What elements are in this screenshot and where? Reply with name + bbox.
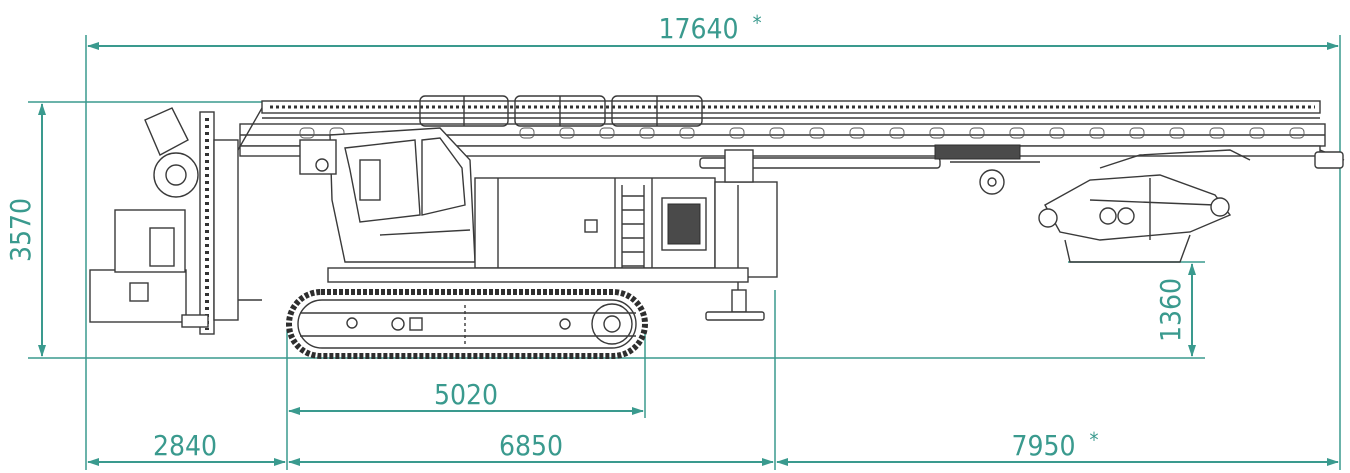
rear-overhang-label: 7950* (1011, 428, 1098, 462)
pulley-wheel (979, 169, 1005, 195)
dimension-annotations: 17640* 3570 2840 6850 7950* 5020 1360 (4, 11, 1341, 470)
rotary-head-housing (89, 269, 187, 323)
track-length-label: 5020 (434, 378, 498, 411)
operator-cab (329, 127, 476, 263)
counterweight (714, 181, 778, 278)
upper-carriage (299, 127, 778, 321)
drive-sprocket (591, 303, 633, 345)
overall-length-label: 17640* (658, 11, 761, 45)
hydraulic-cylinder (699, 157, 941, 169)
front-drill-head (89, 107, 263, 335)
rear-support-assembly (1038, 149, 1251, 263)
outrigger-foot (705, 311, 765, 321)
overall-height-label: 3570 (4, 198, 37, 262)
crawler-track (286, 289, 648, 359)
mast-top-rail (261, 100, 1321, 114)
front-overhang-label: 2840 (153, 429, 217, 462)
rotation-motor (153, 152, 199, 198)
mast-rear-tip (1314, 151, 1344, 169)
mast-boom (239, 95, 1345, 195)
access-ladder (621, 185, 645, 280)
upper-deck (327, 267, 749, 283)
clearance-height-label: 1360 (1154, 278, 1187, 342)
center-section-label: 6850 (499, 429, 563, 462)
drilling-rig-machine (89, 95, 1345, 359)
